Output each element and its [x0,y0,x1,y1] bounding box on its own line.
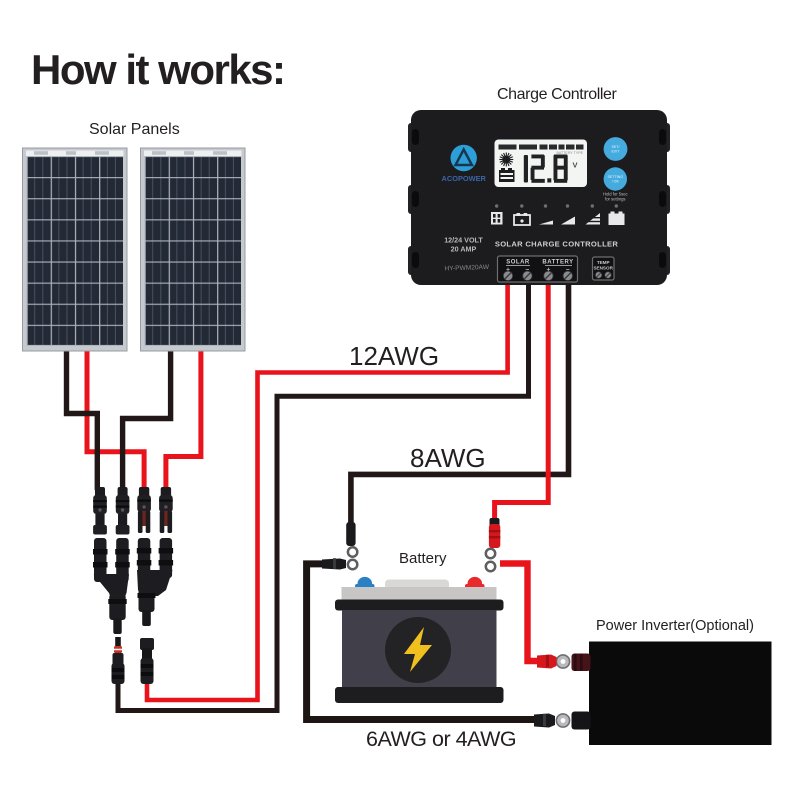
svg-text:for settings: for settings [605,197,625,202]
svg-text:+: + [547,267,551,274]
svg-text:12/24 VOLT: 12/24 VOLT [444,236,483,245]
svg-text:HY-PWM20AW: HY-PWM20AW [444,264,490,273]
svg-text:SOLAR CHARGE CONTROLLER: SOLAR CHARGE CONTROLLER [495,240,619,249]
svg-text:BATTERY TYPE: BATTERY TYPE [557,151,584,155]
svg-text:+: + [506,267,510,274]
svg-text:TEMP: TEMP [597,260,610,265]
svg-text:EXIT: EXIT [612,150,621,154]
svg-text:V: V [573,161,578,170]
svg-text:20 AMP: 20 AMP [451,245,477,254]
svg-text:BATTERY: BATTERY [542,260,573,266]
svg-text:−: − [526,267,530,274]
svg-text:/ OK: / OK [612,180,620,184]
svg-text:Hold for 5sec: Hold for 5sec [603,192,628,197]
svg-text:ACOPOWER: ACOPOWER [442,174,487,183]
svg-text:SETTING: SETTING [608,175,624,179]
svg-text:SOLAR: SOLAR [506,260,530,266]
svg-text:−: − [566,267,570,274]
svg-text:SET/: SET/ [612,145,620,149]
svg-text:SENSOR: SENSOR [593,266,613,271]
